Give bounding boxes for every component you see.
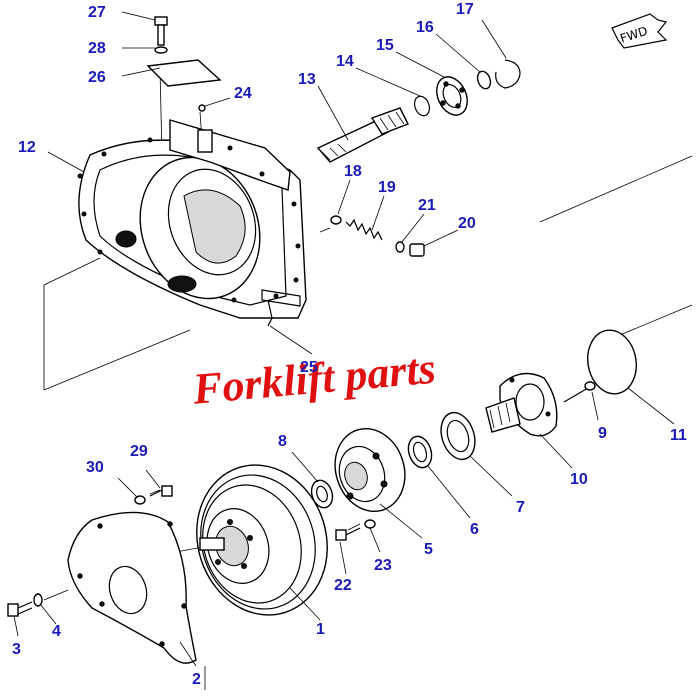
fwd-arrow-icon: FWD bbox=[611, 13, 668, 49]
torque-converter-part-1 bbox=[196, 464, 328, 616]
callout-14: 14 bbox=[336, 53, 354, 70]
callout-labels: 27 28 26 24 12 13 14 15 16 17 18 19 21 2… bbox=[12, 1, 687, 688]
callout-3: 3 bbox=[12, 641, 21, 658]
plug-part-20 bbox=[409, 243, 425, 257]
callout-5: 5 bbox=[424, 541, 433, 558]
circlip-part-17 bbox=[495, 59, 521, 89]
bolt-part-9 bbox=[563, 381, 596, 403]
input-shaft-part-13 bbox=[316, 107, 409, 163]
callout-11: 11 bbox=[670, 427, 687, 444]
housing-part-12 bbox=[77, 119, 307, 319]
bolt-part-3 bbox=[7, 601, 33, 617]
callout-27: 27 bbox=[88, 4, 106, 21]
washer-part-21 bbox=[395, 241, 405, 253]
callout-24: 24 bbox=[234, 85, 252, 102]
callout-9: 9 bbox=[598, 425, 607, 442]
watermark-text: Forklift parts bbox=[190, 344, 438, 414]
callout-12: 12 bbox=[18, 139, 36, 156]
callout-26: 26 bbox=[88, 69, 106, 86]
callout-20: 20 bbox=[458, 215, 476, 232]
bolt-part-27 bbox=[154, 16, 168, 46]
thrust-ring-part-7 bbox=[440, 411, 476, 461]
callout-17: 17 bbox=[456, 1, 474, 18]
callout-19: 19 bbox=[378, 179, 396, 196]
pin-part-24 bbox=[198, 104, 206, 112]
cover-part-11 bbox=[587, 329, 637, 395]
washer-part-30 bbox=[134, 495, 146, 505]
washer-part-28 bbox=[154, 46, 168, 54]
callout-21: 21 bbox=[418, 197, 436, 214]
callout-10: 10 bbox=[570, 471, 588, 488]
callout-30: 30 bbox=[86, 459, 104, 476]
bolt-part-25 bbox=[267, 299, 273, 327]
callout-22: 22 bbox=[334, 577, 352, 594]
callout-29: 29 bbox=[130, 443, 148, 460]
bolt-part-29 bbox=[149, 485, 173, 497]
callout-7: 7 bbox=[516, 499, 525, 516]
needle-bearing-part-6 bbox=[407, 435, 433, 469]
pump-part-10 bbox=[485, 372, 558, 437]
washer-part-23 bbox=[364, 519, 376, 529]
snap-ring-part-14 bbox=[413, 95, 431, 117]
ring-part-16 bbox=[476, 70, 492, 90]
washer-part-4 bbox=[33, 593, 43, 607]
fwd-label: FWD bbox=[618, 24, 649, 46]
callout-16: 16 bbox=[416, 19, 434, 36]
stator-part-5 bbox=[334, 427, 406, 513]
callout-6: 6 bbox=[470, 521, 479, 538]
bearing-part-15 bbox=[436, 76, 468, 116]
callout-4: 4 bbox=[52, 623, 61, 640]
callout-28: 28 bbox=[88, 40, 106, 57]
flex-plate-part-2 bbox=[67, 511, 197, 664]
callout-15: 15 bbox=[376, 37, 394, 54]
callout-23: 23 bbox=[374, 557, 392, 574]
callout-13: 13 bbox=[298, 71, 316, 88]
callout-8: 8 bbox=[278, 433, 287, 450]
bolt-part-22 bbox=[335, 527, 361, 541]
callout-18: 18 bbox=[344, 163, 362, 180]
plate-part-26 bbox=[146, 59, 222, 87]
leader-lines bbox=[13, 11, 675, 667]
callout-1: 1 bbox=[316, 621, 325, 638]
callout-25: 25 bbox=[300, 359, 318, 376]
spring-part-19 bbox=[345, 218, 383, 241]
plunger-part-18 bbox=[330, 215, 342, 225]
callout-2: 2 bbox=[192, 671, 201, 688]
